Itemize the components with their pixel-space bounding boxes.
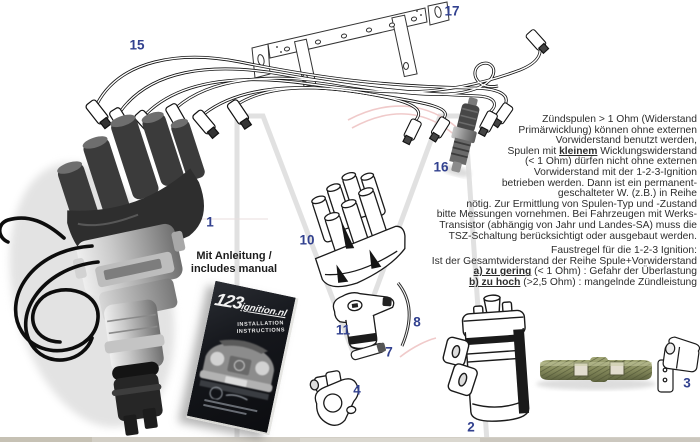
distributor-cap-art [311,171,406,288]
text-line: Transistor (abhängig von Jahr und Landes… [439,219,697,231]
part-callout-11: 11 [335,322,351,338]
rule-of-thumb-paragraph: Faustregel für die 1-2-3 Ignition:Ist de… [421,245,697,288]
bottom-edge-band [0,437,700,442]
part-callout-4: 4 [353,382,361,398]
booklet-car-image [199,339,275,401]
small-tube-art [350,342,386,361]
ballast-resistor-photo [536,357,656,390]
curved-lead-art [396,282,411,347]
text-line: Ist der Gesamtwiderstand der Reihe Spule… [431,255,697,267]
text-line: geschalteter W. (z.B.) in Reihe [557,188,697,200]
text-line: Spulen mit kleinem Wicklungswiderstand [507,145,697,157]
spark-plug-photo [443,97,480,178]
instruction-booklet: 123ignition.nl INSTALLATION INSTRUCTIONS [186,280,299,436]
manual-note-line2: includes manual [190,262,278,275]
part-callout-17: 17 [444,3,460,19]
clamp-plate-art [309,370,359,426]
part-callout-2: 2 [467,419,475,435]
ignition-coil-art [442,294,530,422]
resistor-holder-art [657,336,700,393]
text-line: TSZ-Schaltung berücksichtigt oder ausgeb… [448,230,697,242]
text-line: betrieben werden. Dann ist ein permanent… [501,177,697,189]
text-line: Primärwicklung) können ohne externen [518,124,697,136]
booklet-brand-script: ignition.nl [239,301,289,320]
part-callout-3: 3 [683,375,691,391]
part-callout-1: 1 [206,214,214,230]
text-line: (< 1 Ohm) dürfen nicht ohne externen [524,156,697,168]
part-callout-8: 8 [413,314,421,330]
text-line: a) zu gering (< 1 Ohm) : Gefahr der Über… [473,266,697,278]
booklet-brand: 123ignition.nl [212,289,294,321]
distributor-photo [0,111,205,436]
text-line: Faustregel für die 1-2-3 Ignition: [551,245,697,257]
text-line: Zündspulen > 1 Ohm (Widerstand [542,114,697,125]
text-line: bitte Messungen vornehmen. Bei Fahrzeuge… [436,209,697,221]
part-callout-16: 16 [433,159,449,175]
text-line: Vorwiderstand mit der 1-2-3-Ignition [533,166,697,178]
manual-note-line1: Mit Anleitung / [196,250,272,262]
text-line: nötig. Zur Ermittlung von Spulen-Typ und… [466,198,697,210]
part-callout-10: 10 [299,232,315,248]
text-line: b) zu hoch (>2,5 Ohm) : mangelnde Zündle… [468,276,697,288]
watermark-red-arcs [192,105,463,358]
manual-included-note: Mit Anleitung / includes manual [174,250,294,275]
part-callout-15: 15 [129,37,145,53]
text-line: Vorwiderstand benutzt werden, [555,135,697,147]
part-callout-7: 7 [385,344,393,360]
rotor-art [332,292,395,350]
